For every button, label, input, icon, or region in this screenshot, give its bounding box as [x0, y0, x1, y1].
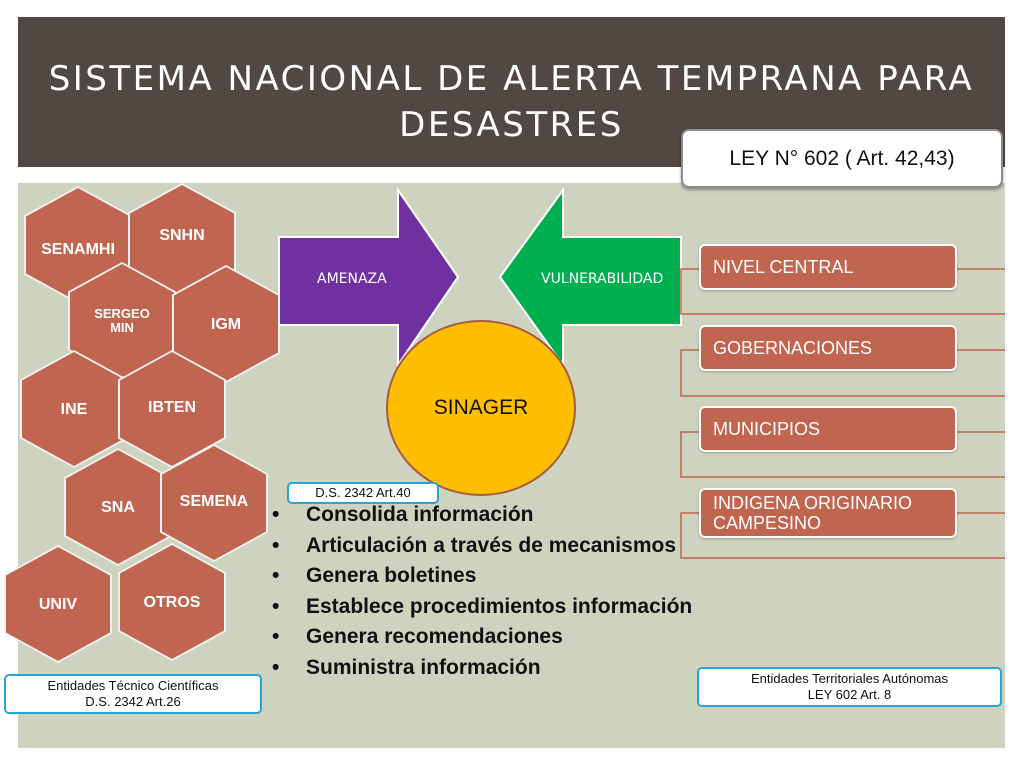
sinager-circle: SINAGER	[386, 320, 576, 496]
amenaza-arrow	[278, 186, 460, 369]
entity-indigena: INDIGENA ORIGINARIO CAMPESINO	[699, 488, 957, 538]
list-item: Articulación a través de mecanismos	[272, 531, 692, 562]
left-caption: Entidades Técnico Científicas D.S. 2342 …	[4, 674, 262, 714]
hex-label: UNIV	[6, 547, 110, 661]
vulnerabilidad-label: VULNERABILIDAD	[541, 271, 664, 287]
right-caption: Entidades Territoriales Autónomas LEY 60…	[697, 667, 1002, 707]
left-caption-line2: D.S. 2342 Art.26	[85, 694, 181, 709]
entity-nivel-central: NIVEL CENTRAL	[699, 244, 957, 290]
right-caption-line2: LEY 602 Art. 8	[807, 687, 892, 702]
entity-municipios: MUNICIPIOS	[699, 406, 957, 452]
list-item: Genera boletines	[272, 561, 692, 592]
amenaza-label: AMENAZA	[317, 271, 387, 287]
list-item: Establece procedimientos información	[272, 592, 692, 623]
list-item: Genera recomendaciones	[272, 622, 692, 653]
entity-gobernaciones: GOBERNACIONES	[699, 325, 957, 371]
left-caption-line1: Entidades Técnico Científicas	[47, 678, 219, 693]
page-title: Sistema Nacional de Alerta Temprana para…	[48, 59, 975, 145]
hex-univ: UNIV	[4, 545, 112, 663]
hex-sna: SNA	[64, 448, 172, 566]
list-item: Suministra información	[272, 653, 692, 684]
ley-box: LEY N° 602 ( Art. 42,43)	[681, 129, 1003, 188]
hex-otros: OTROS	[118, 543, 226, 661]
hex-semena: SEMENA	[160, 444, 268, 562]
vulnerabilidad-arrow	[498, 186, 682, 369]
right-caption-line1: Entidades Territoriales Autónomas	[750, 671, 949, 686]
list-item: Consolida información	[272, 500, 692, 531]
hex-senamhi: SENAMHI	[24, 186, 132, 304]
function-list: Consolida información Articulación a tra…	[272, 500, 692, 684]
